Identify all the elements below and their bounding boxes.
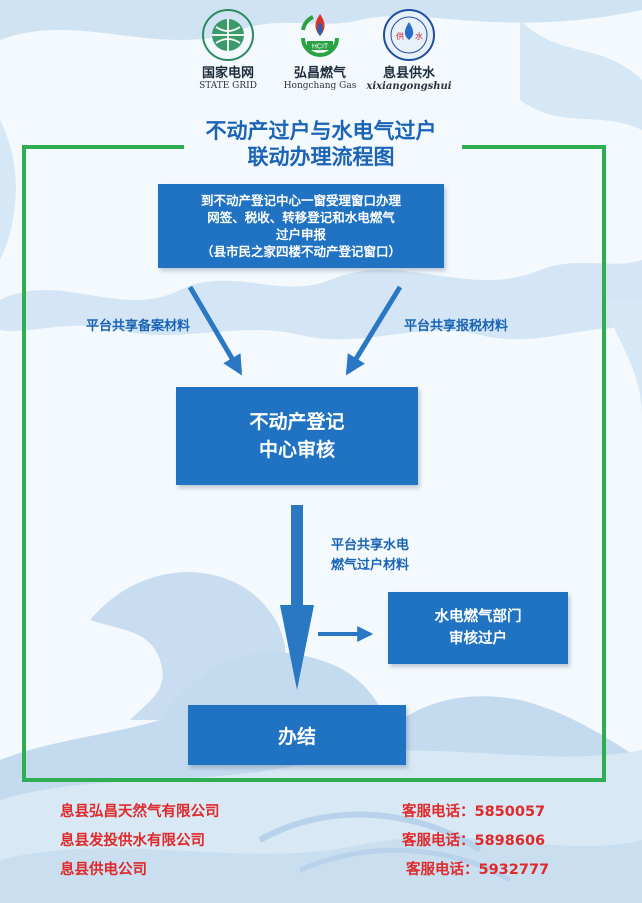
label-share-tax: 平台共享报税材料 [404,319,509,334]
xixian-water-logo-icon: 供 水 [383,9,435,61]
step-done-label: 办结 [277,725,316,748]
flow-frame-top-left [22,145,184,149]
logo-state-grid: 国家电网 STATE GRID [188,8,268,92]
step-done-box: 办结 [188,705,406,765]
logo-hongchang-gas-name: 弘昌燃气 [293,66,346,81]
page-title-line-2: 联动办理流程图 [247,145,395,169]
step-apply-line-3: 过户申报 [275,227,326,242]
label-share-filing: 平台共享备案材料 [86,319,191,334]
step-review-line-1: 不动产登记 [249,411,345,433]
step-utility-line-1: 水电燃气部门 [434,609,522,625]
footer-company-gas: 息县弘昌天然气有限公司 [60,804,220,820]
step-apply-line-1: 到不动产登记中心一窗受理窗口办理 [200,193,401,208]
step-apply-box: 到不动产登记中心一窗受理窗口办理 网签、税收、转移登记和水电燃气 过户申报 （县… [158,184,444,268]
label-share-utility-line-2: 燃气过户材料 [331,558,410,573]
logo-xixian-water: 供 水 息县供水 xixiangongshui [366,8,452,92]
footer-phone-gas: 客服电话：5850057 [402,804,546,820]
logo-hongchang-gas: HCIT 弘昌燃气 Hongchang Gas [280,8,360,92]
flow-frame-top-right [462,145,606,149]
flow-frame [22,145,606,782]
hongchang-gas-logo-icon: HCIT [301,14,339,57]
footer-row-gas: 息县弘昌天然气有限公司 客服电话：5850057 [0,800,642,824]
logo-xixian-water-name: 息县供水 [382,66,435,81]
logo-hongchang-gas-sub: Hongchang Gas [283,81,357,91]
step-review-box: 不动产登记 中心审核 [176,387,418,485]
xixian-water-badge-char-2: 水 [415,31,423,41]
page-title-line-1: 不动产过户与水电气过户 [205,119,437,143]
step-review-line-2: 中心审核 [258,439,335,461]
footer-company-water: 息县发投供水有限公司 [60,833,205,849]
footer-phone-water: 客服电话：5898606 [402,833,546,849]
logo-state-grid-name: 国家电网 [201,66,254,81]
arrow-review-to-done-head [280,605,314,690]
label-share-utility-line-1: 平台共享水电 [331,538,410,553]
state-grid-logo-icon [202,9,254,61]
logo-xixian-water-sub: xixiangongshui [366,81,452,92]
arrow-right-to-review [345,285,403,376]
hongchang-gas-badge: HCIT [312,44,329,51]
step-utility-line-2: 审核过户 [449,631,507,647]
xixian-water-badge-char-1: 供 [396,31,404,41]
footer-row-power: 息县供电公司 客服电话：5932777 [0,858,642,882]
step-apply-line-2: 网签、税收、转移登记和水电燃气 [207,210,395,225]
footer-row-water: 息县发投供水有限公司 客服电话：5898606 [0,829,642,853]
logo-state-grid-sub: STATE GRID [199,81,257,91]
footer-phone-power: 客服电话：5932777 [406,862,550,878]
step-apply-line-4: （县市民之家四楼不动产登记窗口） [200,244,401,259]
arrow-left-to-review [187,285,243,376]
footer-company-power: 息县供电公司 [60,862,147,878]
step-utility-box: 水电燃气部门 审核过户 [388,592,568,664]
